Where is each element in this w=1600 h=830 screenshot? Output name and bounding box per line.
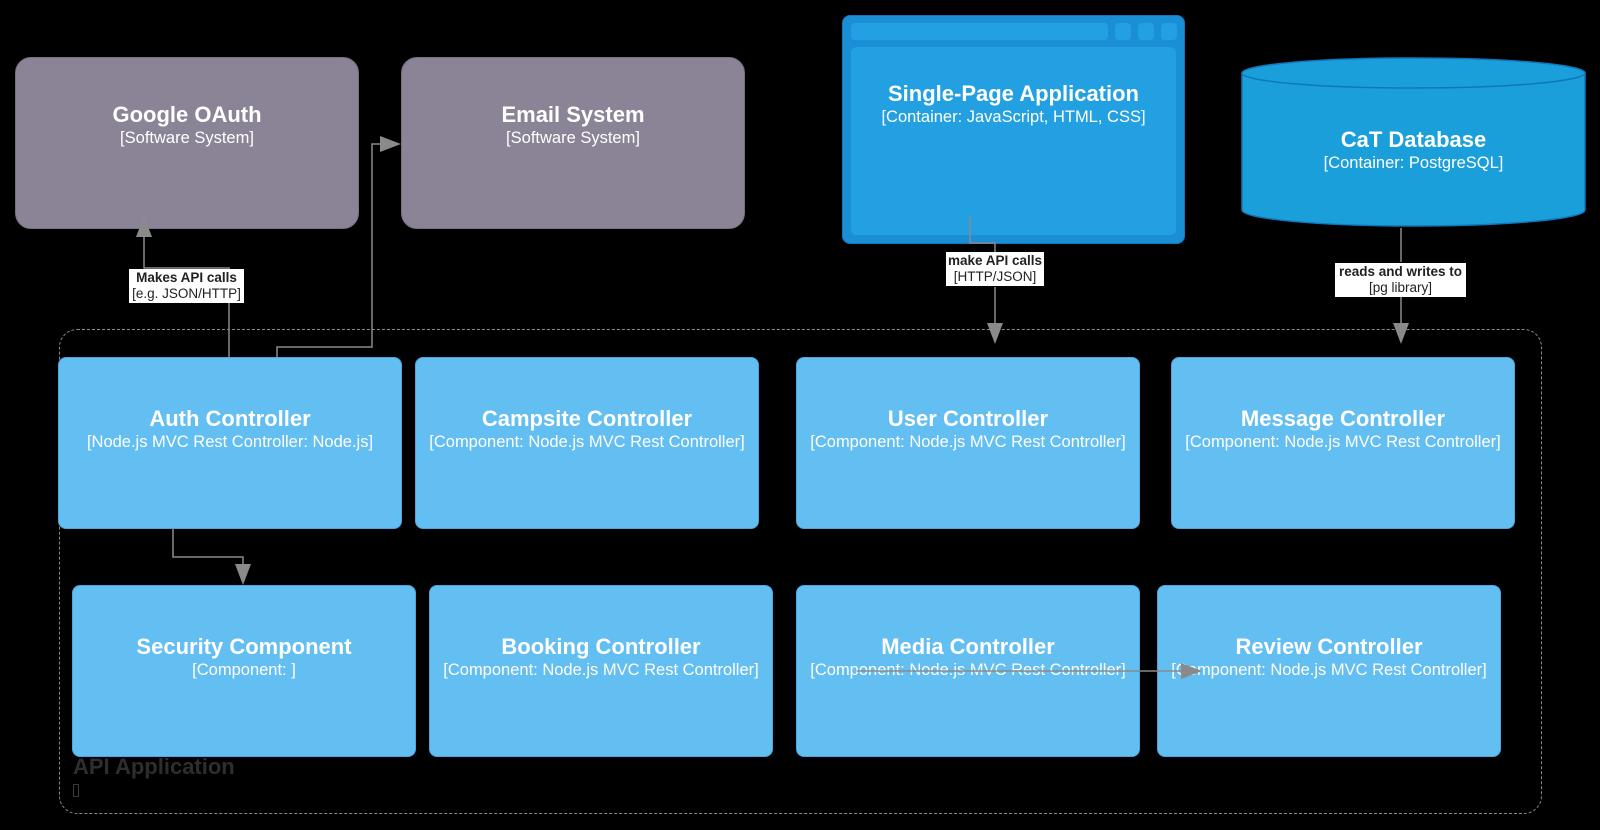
browser-address-bar — [851, 23, 1108, 40]
security-component-name: Security Component — [136, 634, 352, 659]
email-system-name: Email System — [501, 102, 645, 127]
booking-controller-name: Booking Controller — [501, 634, 701, 659]
database-cylinder-icon — [1241, 57, 1586, 227]
cat-database-container[interactable]: CaT Database [Container: PostgreSQL] — [1241, 57, 1586, 231]
browser-window-button — [1161, 23, 1177, 40]
browser-window-button — [1115, 23, 1131, 40]
label-auth-to-oauth: Makes API calls [e.g. JSON/HTTP] — [129, 269, 244, 303]
email-system-type: [Software System] — [506, 129, 640, 147]
relationship-label: make API calls — [948, 253, 1043, 268]
security-component-type: [Component: ] — [192, 661, 296, 679]
database-name: CaT Database — [1340, 127, 1487, 152]
message-controller-type: [Component: Node.js MVC Rest Controller] — [1185, 433, 1501, 451]
campsite-controller[interactable]: Campsite Controller [Component: Node.js … — [415, 357, 759, 529]
media-controller-name: Media Controller — [881, 634, 1055, 659]
boundary-marker-icon — [73, 784, 79, 797]
campsite-controller-name: Campsite Controller — [481, 406, 693, 431]
auth-controller-name: Auth Controller — [149, 406, 311, 431]
media-controller-type: [Component: Node.js MVC Rest Controller] — [810, 661, 1126, 679]
message-controller-name: Message Controller — [1240, 406, 1446, 431]
database-type: [Container: PostgreSQL] — [1323, 154, 1504, 172]
relationship-technology: [pg library] — [1368, 280, 1433, 295]
review-controller-type: [Component: Node.js MVC Rest Controller] — [1171, 661, 1487, 679]
review-controller-name: Review Controller — [1235, 634, 1423, 659]
boundary-title: API Application — [73, 754, 235, 779]
campsite-controller-type: [Component: Node.js MVC Rest Controller] — [429, 433, 745, 451]
single-page-application-container[interactable]: Single-Page Application [Container: Java… — [842, 15, 1185, 244]
user-controller-type: [Component: Node.js MVC Rest Controller] — [810, 433, 1126, 451]
label-api-to-db: reads and writes to [pg library] — [1335, 263, 1466, 297]
api-application-boundary: API Application — [59, 329, 1542, 814]
booking-controller-type: [Component: Node.js MVC Rest Controller] — [443, 661, 759, 679]
booking-controller[interactable]: Booking Controller [Component: Node.js M… — [429, 585, 773, 757]
browser-content-area: Single-Page Application [Container: Java… — [851, 47, 1176, 235]
user-controller[interactable]: User Controller [Component: Node.js MVC … — [796, 357, 1140, 529]
auth-controller[interactable]: Auth Controller [Node.js MVC Rest Contro… — [58, 357, 402, 529]
label-spa-to-api: make API calls [HTTP/JSON] — [946, 252, 1044, 286]
security-component[interactable]: Security Component [Component: ] — [72, 585, 416, 757]
relationship-label: Makes API calls — [136, 270, 237, 285]
media-controller[interactable]: Media Controller [Component: Node.js MVC… — [796, 585, 1140, 757]
relationship-technology: [HTTP/JSON] — [953, 269, 1037, 284]
message-controller[interactable]: Message Controller [Component: Node.js M… — [1171, 357, 1515, 529]
email-system[interactable]: Email System [Software System] — [401, 57, 745, 229]
spa-type: [Container: JavaScript, HTML, CSS] — [881, 108, 1146, 126]
review-controller[interactable]: Review Controller [Component: Node.js MV… — [1157, 585, 1501, 757]
auth-controller-type: [Node.js MVC Rest Controller: Node.js] — [86, 433, 374, 451]
google-oauth-name: Google OAuth — [112, 102, 262, 127]
google-oauth-system[interactable]: Google OAuth [Software System] — [15, 57, 359, 229]
relationship-label: reads and writes to — [1338, 264, 1463, 279]
relationship-technology: [e.g. JSON/HTTP] — [132, 286, 241, 301]
user-controller-name: User Controller — [887, 406, 1049, 431]
browser-window-button — [1138, 23, 1154, 40]
arrowhead-email-system — [380, 136, 401, 152]
google-oauth-type: [Software System] — [120, 129, 254, 147]
spa-name: Single-Page Application — [888, 81, 1139, 106]
